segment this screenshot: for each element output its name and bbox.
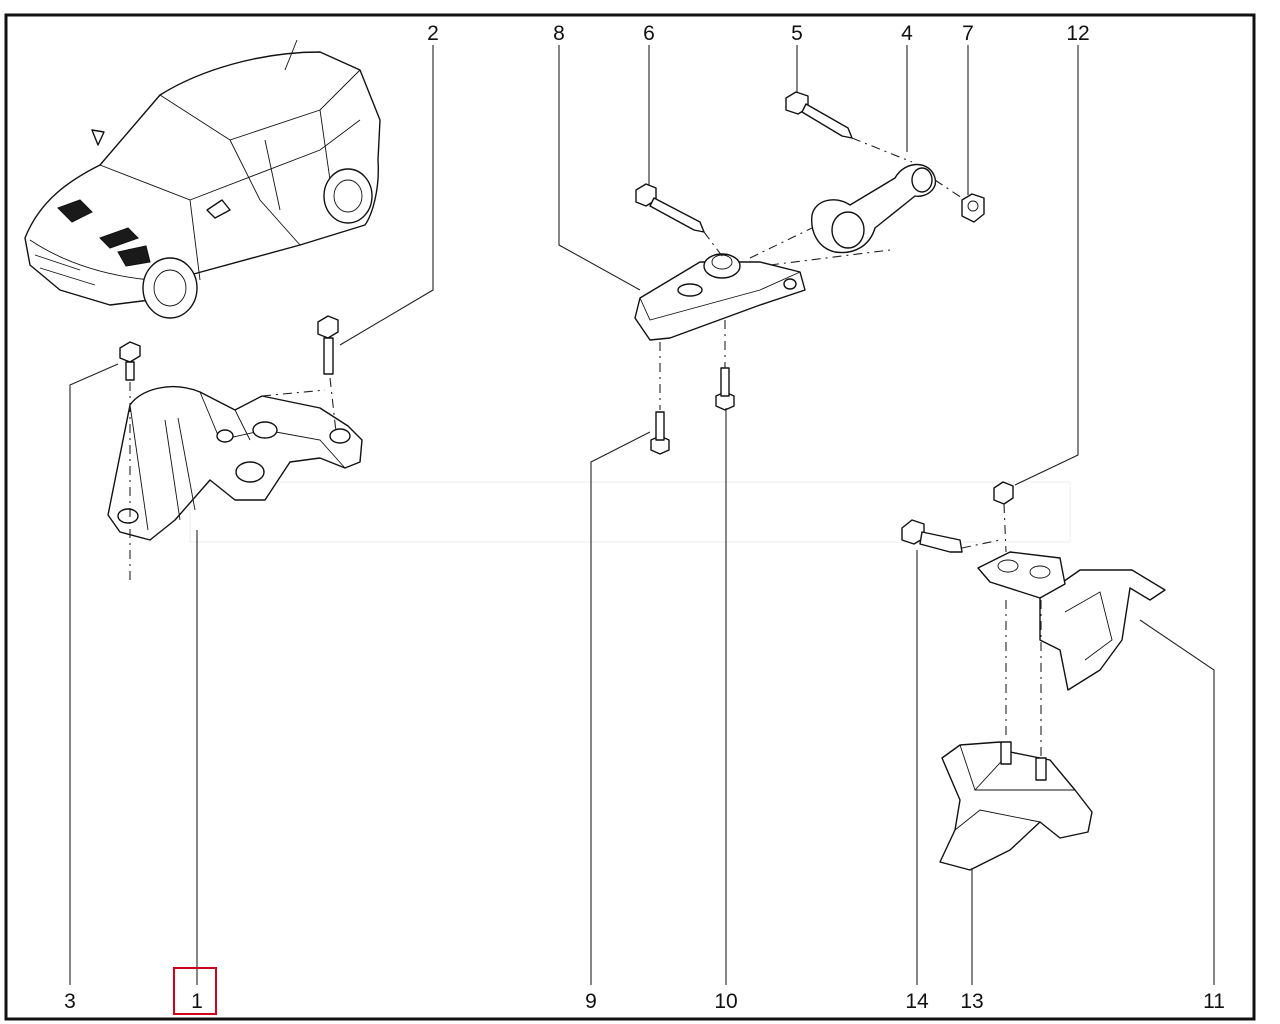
axis-rod [749, 227, 813, 259]
callout-13: 13 [960, 990, 983, 1013]
axis-2b [261, 389, 326, 397]
axis-14 [961, 539, 1001, 549]
bracket-11 [1039, 569, 1166, 691]
nut-7 [961, 193, 985, 223]
callout-2: 2 [427, 22, 439, 45]
bolt-2 [317, 315, 339, 375]
callout-12: 12 [1066, 22, 1089, 45]
bolt-6 [635, 183, 705, 233]
bolt-9 [650, 411, 670, 455]
watermark-band [189, 481, 1071, 543]
axis-7 [934, 179, 963, 199]
callout-7: 7 [962, 22, 974, 45]
torque-rod-4 [811, 163, 937, 254]
callout-10: 10 [714, 990, 737, 1013]
bolt-5 [785, 91, 853, 139]
axis-rod-b [769, 249, 891, 266]
diagram-frame [4, 13, 1256, 1021]
axis-2 [329, 377, 337, 433]
gearbox-support-13 [939, 741, 1093, 871]
callout-4: 4 [901, 22, 913, 45]
gearbox-bracket-8 [634, 253, 806, 341]
axis-6 [703, 231, 723, 257]
nut-12 [993, 481, 1014, 505]
bolt-14 [901, 519, 963, 553]
callout-9: 9 [585, 990, 597, 1013]
callout-8: 8 [553, 22, 565, 45]
callout-1[interactable]: 1 [191, 990, 203, 1013]
bolt-10 [715, 367, 735, 411]
callout-3: 3 [64, 990, 76, 1013]
callout-6: 6 [643, 22, 655, 45]
leader-lines [69, 45, 1215, 985]
vehicle-locator-illustration [24, 39, 381, 319]
callout-1-highlight-box [173, 967, 217, 1015]
engine-mount-left [107, 385, 363, 541]
callout-11: 11 [1203, 990, 1225, 1013]
callout-5: 5 [791, 22, 803, 45]
axis-12 [1003, 503, 1007, 553]
mount-pad-upper [977, 551, 1066, 599]
bolt-3 [119, 341, 141, 381]
callout-14: 14 [905, 990, 929, 1013]
axis-5 [851, 137, 913, 163]
